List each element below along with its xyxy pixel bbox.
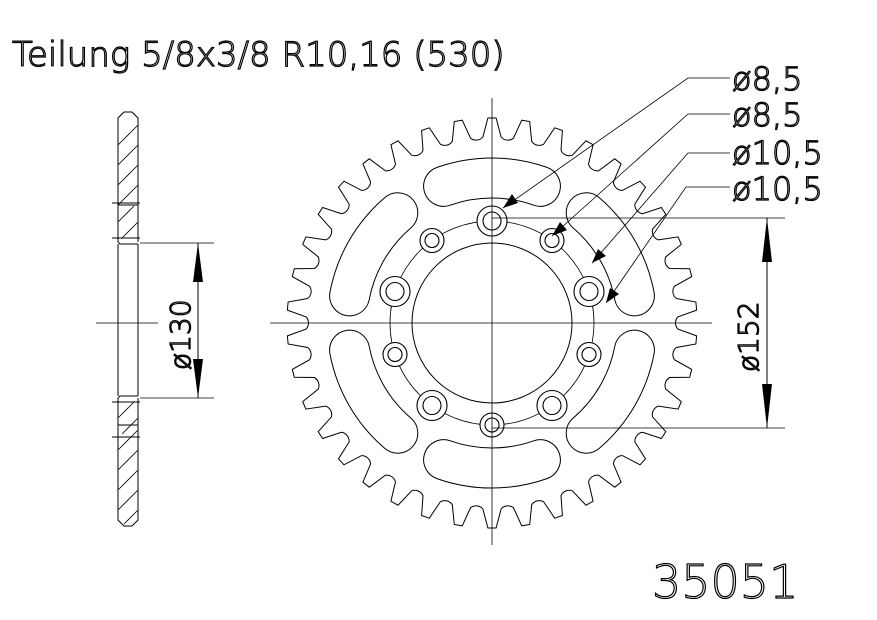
bolt-hole-inner	[581, 346, 597, 363]
lightening-slots	[329, 157, 655, 489]
bolt-holes	[379, 205, 605, 438]
lightening-slot	[329, 192, 419, 317]
lightening-slot	[423, 439, 561, 489]
bolt-hole-inner	[422, 395, 442, 416]
lightening-slot	[423, 157, 561, 207]
side-diameter-label: ø130	[164, 299, 197, 370]
callout-hole-4: ø10,5	[732, 170, 823, 208]
part-number: 35051	[652, 555, 798, 609]
side-view: ø130	[96, 111, 214, 527]
callout-hole-3: ø10,5	[732, 134, 823, 172]
bolt-hole-inner	[544, 232, 560, 249]
bolt-hole-inner	[424, 232, 440, 249]
callout-hole-2: ø8,5	[732, 96, 802, 134]
bolt-hole-inner	[579, 281, 599, 302]
callout-leaders	[502, 77, 730, 304]
lightening-slot	[565, 192, 655, 317]
bolt-hole-inner	[387, 346, 403, 363]
callout-hole-1: ø8,5	[732, 60, 802, 98]
bolt-hole-inner	[385, 281, 405, 302]
front-diameter-label: ø152	[732, 301, 765, 372]
pitch-title: Teilung 5/8x3/8 R10,16 (530)	[12, 35, 505, 75]
bolt-hole-inner	[542, 395, 562, 416]
lightening-slot	[565, 329, 655, 454]
lightening-slot	[329, 329, 419, 454]
front-view: ø152 ø8,5 ø8,5 ø10,5 ø10,5	[270, 59, 823, 545]
sprocket-teeth-outline	[286, 117, 698, 529]
